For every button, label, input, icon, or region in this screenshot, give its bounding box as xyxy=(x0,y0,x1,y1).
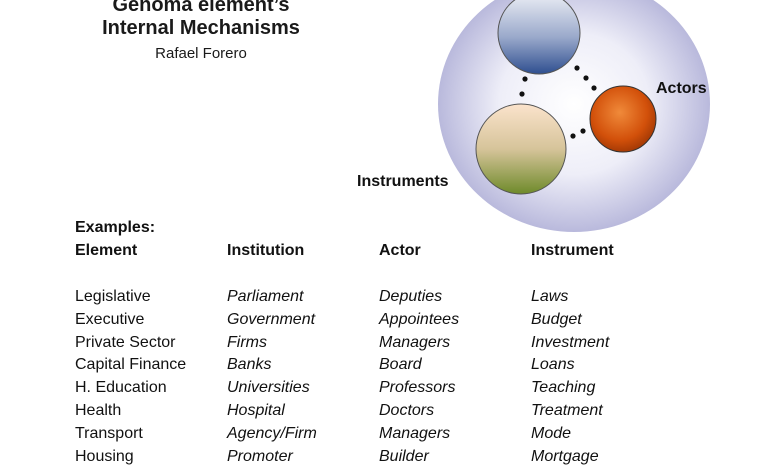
table-cell-actor: Professors xyxy=(379,379,456,397)
table-cell-institution: Government xyxy=(227,310,316,328)
table-cell-element: Legislative xyxy=(75,288,151,305)
table-cell-element: Executive xyxy=(75,310,145,328)
table-cell-actor: Doctors xyxy=(379,402,435,419)
table-cell-element: Health xyxy=(75,402,122,419)
connector-institution-actors xyxy=(574,65,597,91)
table-cell-instrument: Mortgage xyxy=(531,447,599,465)
table-cell-actor: Managers xyxy=(379,333,451,351)
table-cell-institution: Firms xyxy=(227,333,267,351)
table-cell-actor: Builder xyxy=(379,447,429,465)
table-cell-actor: Appointees xyxy=(379,310,460,328)
title-line-2: Internal Mechanisms xyxy=(102,17,300,39)
table-cell-institution: Agency/Firm xyxy=(227,424,317,442)
table-cell-element: Capital Finance xyxy=(75,356,187,374)
table-cell-element: Transport xyxy=(75,424,143,442)
table-cell-instrument: Teaching xyxy=(531,379,596,397)
table-cell-element: Housing xyxy=(75,447,134,465)
title-line-1: Genoma element’s xyxy=(112,0,290,16)
table-cell-instrument: Treatment xyxy=(531,402,603,419)
examples-heading: Examples: xyxy=(75,219,156,236)
table-cell-element: Private Sector xyxy=(75,333,176,351)
table-cell-actor: Managers xyxy=(379,424,451,442)
table-cell-institution: Universities xyxy=(227,379,310,397)
author-name: Rafael Forero xyxy=(155,45,247,62)
table-cell-instrument: Laws xyxy=(531,288,569,305)
table-cell-institution: Hospital xyxy=(227,402,285,419)
institution-circle xyxy=(497,0,581,75)
actors-label: Actors xyxy=(656,80,707,97)
column-header-element: Element xyxy=(75,242,138,259)
instruments-circle xyxy=(475,103,567,195)
table-cell-institution: Parliament xyxy=(227,288,304,305)
table-cell-instrument: Mode xyxy=(531,424,572,442)
instruments-label: Instruments xyxy=(357,173,449,190)
table-cell-element: H. Education xyxy=(75,379,167,397)
column-header-instrument: Instrument xyxy=(531,242,614,259)
table-cell-actor: Deputies xyxy=(379,288,443,305)
table-cell-institution: Banks xyxy=(227,356,272,374)
column-header-actor: Actor xyxy=(379,242,421,259)
table-cell-instrument: Loans xyxy=(531,356,575,374)
connector-instruments-actors xyxy=(570,128,586,139)
actors-circle xyxy=(589,85,657,153)
table-cell-institution: Promoter xyxy=(227,447,293,465)
column-header-institution: Institution xyxy=(227,242,305,259)
connector-institution-instruments xyxy=(519,76,528,97)
page-title: Genoma element’s Internal Mechanisms xyxy=(60,0,342,40)
table-cell-actor: Board xyxy=(379,356,422,374)
table-cell-instrument: Investment xyxy=(531,333,610,351)
table-cell-instrument: Budget xyxy=(531,310,582,328)
